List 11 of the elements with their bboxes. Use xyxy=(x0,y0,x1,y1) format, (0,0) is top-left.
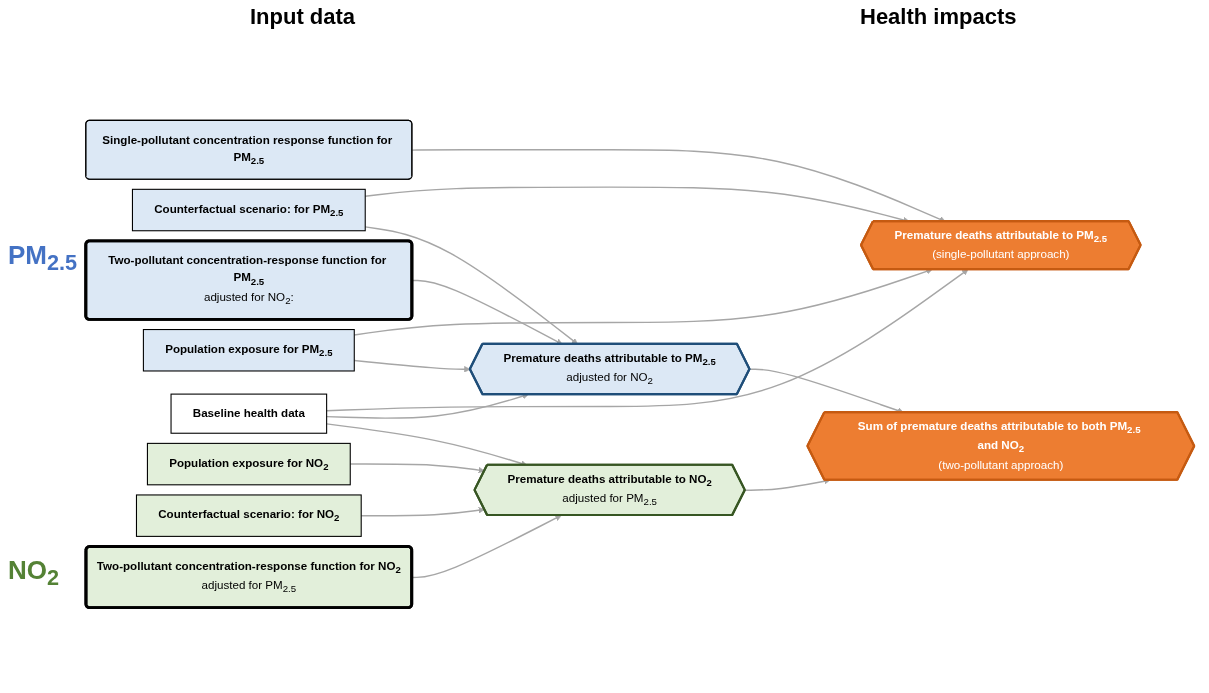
group-label: NO$_{2}$ xyxy=(8,555,60,592)
node-box: Population exposure for PM$_{2.5}$ xyxy=(142,329,355,372)
column-heading: Input data xyxy=(250,4,356,30)
node-box: Population exposure for NO$_{2}$ xyxy=(146,442,351,486)
column-heading: Health impacts xyxy=(860,4,1017,30)
node-box: Counterfactual scenario: for PM$_{2.5}$ xyxy=(131,188,366,232)
node-box: Counterfactual scenario: for NO$_{2}$ xyxy=(135,494,362,537)
arrow xyxy=(744,478,831,491)
arrow xyxy=(411,515,562,579)
node-box: Baseline health data xyxy=(170,393,328,434)
group-label: PM$_{2.5}$ xyxy=(8,240,78,277)
